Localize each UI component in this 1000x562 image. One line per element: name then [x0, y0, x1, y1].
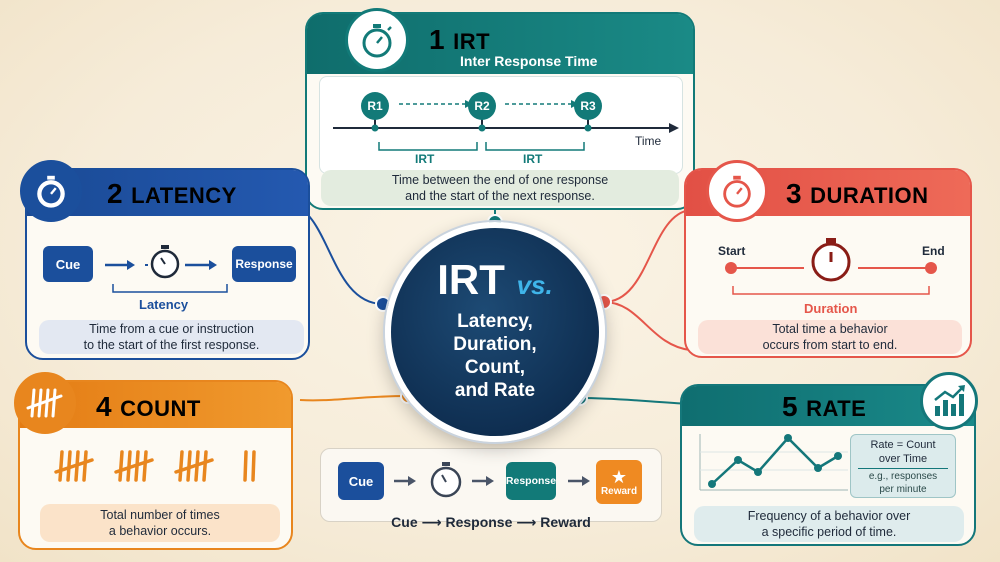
arrow-right-icon: ⟶: [516, 514, 541, 530]
irt-time-label: Time: [635, 134, 662, 148]
duration-start-label: Start: [718, 244, 746, 258]
stopwatch-icon: [723, 175, 751, 208]
latency-response-box: Response: [232, 246, 296, 282]
irt-timeline: [333, 100, 679, 151]
duration-timeline: [725, 262, 937, 295]
irt-r1-marker: R1: [361, 92, 389, 120]
irt-r3-marker: R3: [574, 92, 602, 120]
latency-stopwatch-badge: [20, 160, 82, 222]
sequence-reward-box: ★ Reward: [596, 460, 642, 504]
center-title: IRT vs.: [437, 256, 553, 303]
latency-arrows: [105, 260, 217, 270]
rate-chart-badge: [920, 372, 978, 430]
irt-r2-marker: R2: [468, 92, 496, 120]
duration-span-label: Duration: [804, 301, 858, 316]
bar-chart-up-icon: [934, 385, 965, 416]
tally-icon: [26, 388, 63, 418]
tally-marks-icon: [54, 450, 256, 482]
count-tally-badge: [14, 372, 76, 434]
latency-cue-box: Cue: [43, 246, 93, 282]
center-title-circle: IRT vs. Latency, Duration, Count, and Ra…: [385, 222, 605, 442]
latency-span-label: Latency: [139, 297, 189, 312]
stopwatch-icon: [37, 175, 65, 208]
arrow-right-icon: ⟶: [421, 514, 446, 530]
star-icon: ★: [610, 466, 628, 487]
center-subtitle: Latency, Duration, Count, and Rate: [453, 311, 537, 401]
sequence-cue-box: Cue: [338, 462, 384, 500]
rate-line-graph: [699, 434, 848, 491]
sequence-caption: Cue ⟶ Response ⟶ Reward: [391, 514, 591, 530]
irt-subtitle: Inter Response Time: [460, 53, 598, 69]
stopwatch-icon: [811, 238, 851, 282]
stopwatch-icon: [430, 462, 462, 498]
latency-bracket: [112, 284, 228, 293]
sequence-arrows: [394, 476, 590, 486]
irt-interval-label-1: IRT: [415, 152, 435, 166]
irt-stopwatch-badge: [345, 8, 409, 72]
sequence-response-box: Response: [506, 462, 556, 500]
stopwatch-icon: [150, 245, 180, 279]
irt-interval-label-2: IRT: [523, 152, 543, 166]
rate-formula-box: [850, 434, 956, 498]
stopwatch-icon: [362, 24, 392, 58]
duration-end-label: End: [922, 244, 945, 258]
duration-stopwatch-badge: [706, 160, 768, 222]
